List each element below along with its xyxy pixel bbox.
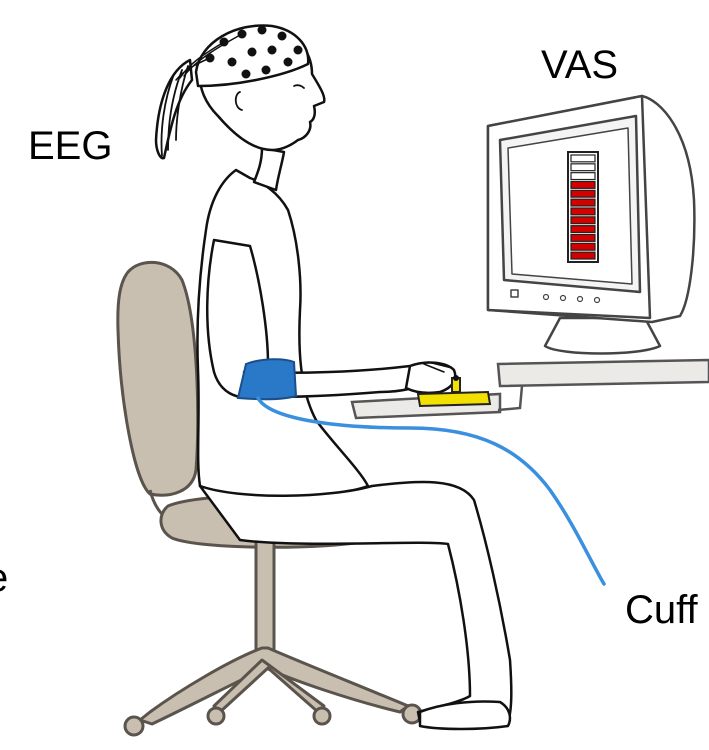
cuff-label: Cuff bbox=[625, 590, 698, 630]
vas-rating-bar bbox=[568, 152, 598, 262]
control-button bbox=[544, 295, 549, 300]
caster bbox=[314, 708, 330, 724]
power-button bbox=[511, 290, 518, 297]
tray-bracket bbox=[498, 386, 522, 410]
chair-backrest bbox=[118, 262, 198, 495]
vas-segment-filled bbox=[571, 208, 595, 215]
desk-top bbox=[498, 360, 709, 386]
vas-segment-empty bbox=[571, 173, 595, 180]
control-button bbox=[595, 298, 600, 303]
caster bbox=[208, 708, 224, 724]
pressure-cuff bbox=[238, 359, 296, 399]
vas-segment-filled bbox=[571, 252, 595, 259]
control-button bbox=[578, 297, 583, 302]
chair-base bbox=[140, 648, 408, 724]
vas-segment-empty bbox=[571, 164, 595, 171]
cropped-label-fragment: e bbox=[0, 558, 8, 598]
shoe bbox=[420, 701, 510, 729]
vas-segment-filled bbox=[571, 243, 595, 250]
vas-segment-empty bbox=[571, 155, 595, 162]
vas-label: VAS bbox=[541, 45, 618, 85]
chair-column bbox=[256, 540, 274, 652]
vas-segment-filled bbox=[571, 235, 595, 242]
vas-segment-filled bbox=[571, 199, 595, 206]
neck bbox=[254, 148, 284, 190]
eeg-label: EEG bbox=[28, 126, 112, 166]
vas-segment-filled bbox=[571, 190, 595, 197]
vas-segment-filled bbox=[571, 226, 595, 233]
monitor-stand bbox=[545, 318, 660, 354]
control-button bbox=[561, 296, 566, 301]
vas-segment-filled bbox=[571, 217, 595, 224]
vas-segment-filled bbox=[571, 182, 595, 189]
caster bbox=[125, 717, 143, 735]
